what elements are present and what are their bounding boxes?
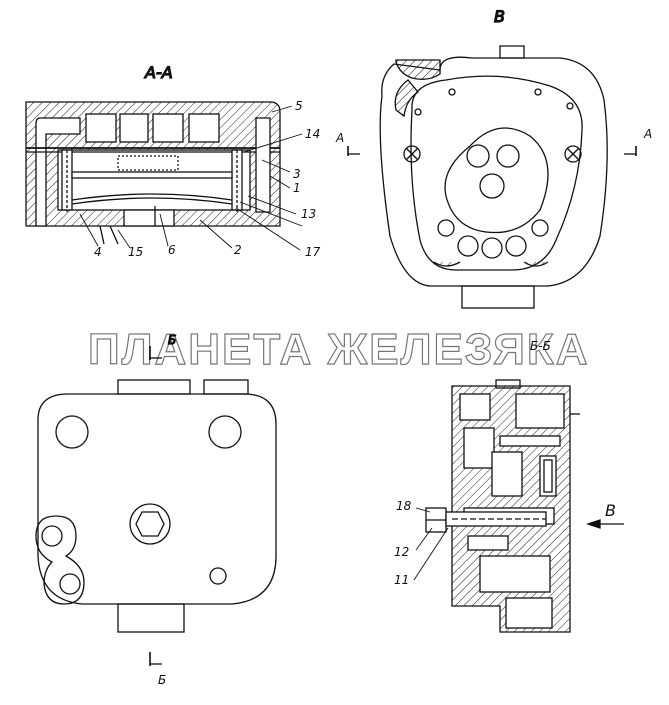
- mark-b-top: Б: [168, 333, 176, 347]
- mark-b-bottom: Б: [158, 673, 166, 687]
- arrow-a-left-label: А: [335, 131, 344, 145]
- bottom-left-view: Б Б: [35, 332, 277, 687]
- arrow-v-label: В: [605, 501, 616, 520]
- aa-leader-lines: [79, 105, 303, 251]
- callout-4: 4: [94, 245, 102, 259]
- watermark: ПЛАНЕТА ЖЕЛЕЗЯКА: [88, 325, 590, 374]
- callout-12: 12: [394, 545, 409, 559]
- callout-6: 6: [168, 243, 176, 257]
- callout-17: 17: [305, 245, 321, 259]
- callout-11: 11: [394, 573, 409, 587]
- callout-13: 13: [301, 207, 316, 221]
- callout-3: 3: [293, 167, 301, 181]
- bolt-cross-left: [403, 145, 421, 163]
- callout-1: 1: [293, 181, 301, 195]
- callout-18: 18: [396, 499, 412, 513]
- bolt-cross-right: [564, 145, 582, 163]
- arrow-a-right-label: А: [643, 127, 652, 141]
- bb-leader-lines: [413, 507, 449, 581]
- callout-14: 14: [305, 127, 320, 141]
- callout-2: 2: [234, 243, 242, 257]
- callout-5: 5: [295, 99, 303, 113]
- callout-15: 15: [128, 245, 143, 259]
- section-bb-view: Б-Б В 18 12 11: [394, 339, 624, 633]
- view-v-title: В: [494, 7, 505, 26]
- section-aa-title: А-А: [144, 63, 173, 82]
- section-aa-view: А-А: [25, 62, 321, 259]
- view-v: В: [335, 6, 652, 309]
- section-bb-title: Б-Б: [530, 339, 551, 353]
